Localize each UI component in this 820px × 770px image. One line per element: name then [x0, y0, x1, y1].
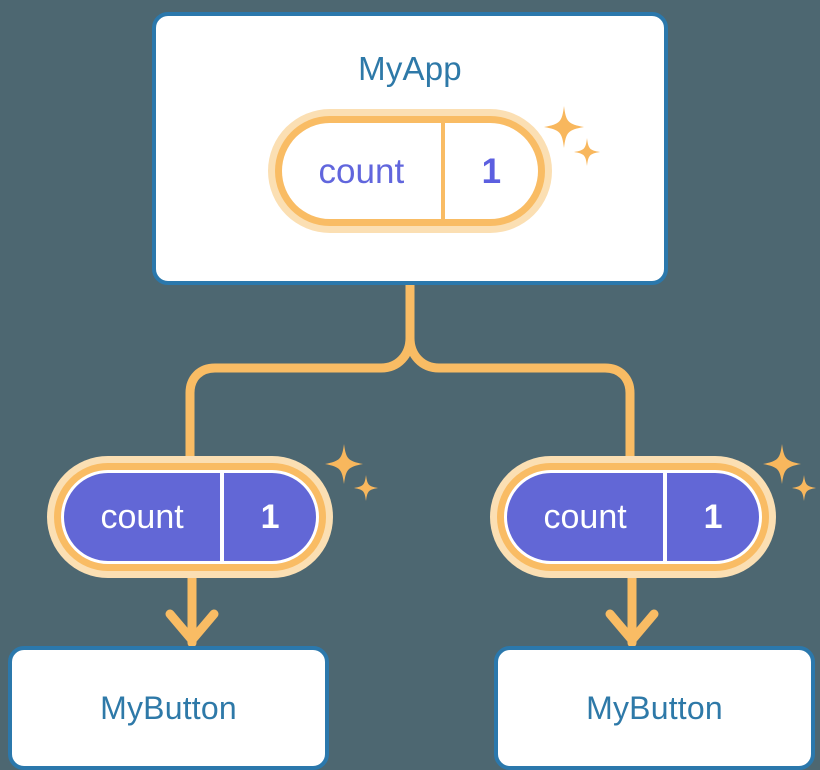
component-title-mybutton-left: MyButton [100, 690, 237, 726]
connector-branch-left [185, 333, 415, 461]
arrow-head-left [165, 609, 219, 645]
state-pill-child-right[interactable]: count 1 [490, 456, 776, 578]
pill-inner: count 1 [61, 470, 319, 564]
state-pill-root[interactable]: count 1 [268, 109, 552, 233]
state-value-label: 1 [440, 123, 538, 219]
component-card-mybutton-left[interactable]: MyButton [8, 646, 329, 770]
sparkle-icon [354, 475, 378, 501]
component-card-mybutton-right[interactable]: MyButton [494, 646, 815, 770]
state-pill-child-left[interactable]: count 1 [47, 456, 333, 578]
state-value-label: 1 [663, 473, 759, 561]
state-key-label: count [100, 498, 184, 536]
arrow-head-right [605, 609, 659, 645]
pill-inner: count 1 [282, 123, 538, 219]
component-title-myapp: MyApp [358, 50, 462, 87]
state-key-label: count [318, 151, 405, 191]
connector-branch-right [405, 333, 635, 461]
pill-inner: count 1 [504, 470, 762, 564]
sparkle-icon [792, 475, 816, 501]
state-key-label: count [543, 498, 627, 536]
state-value-label: 1 [220, 473, 316, 561]
component-title-mybutton-right: MyButton [586, 690, 723, 726]
